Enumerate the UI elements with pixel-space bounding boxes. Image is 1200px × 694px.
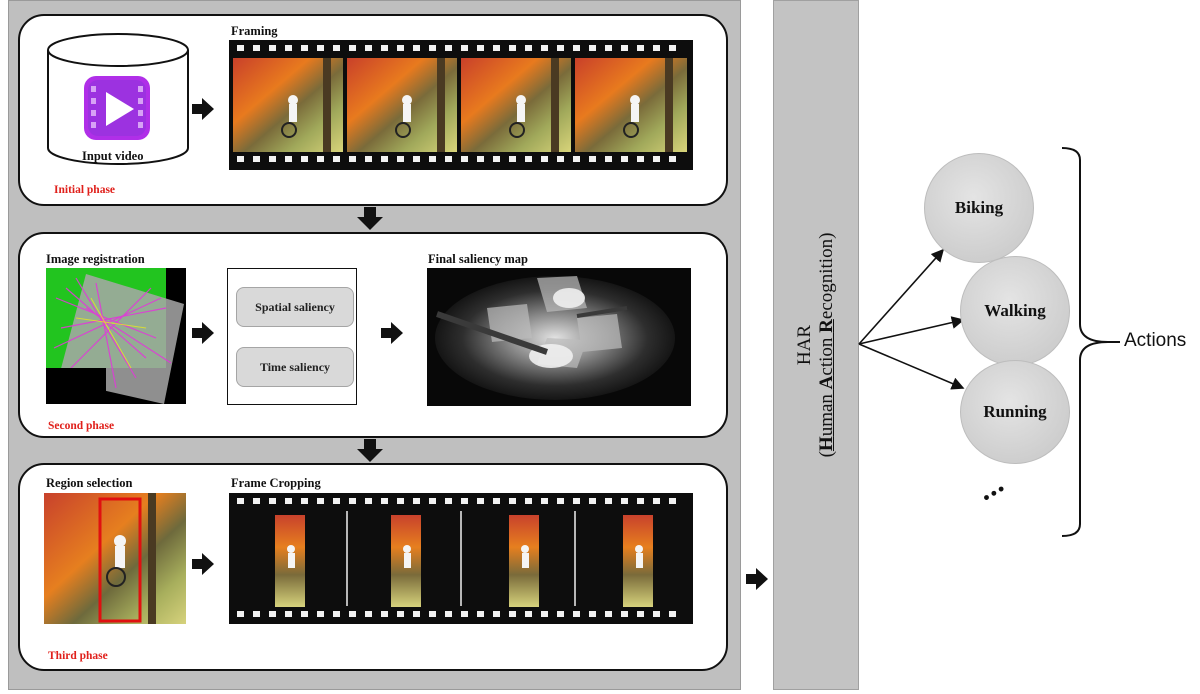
- action-walking-label: Walking: [984, 301, 1046, 320]
- har-paren: (: [816, 451, 837, 458]
- har-a: A: [816, 375, 837, 390]
- input-video-database-icon: [47, 33, 189, 165]
- input-video-label: Input video: [82, 149, 144, 163]
- framing-film-strip: [229, 40, 693, 170]
- arrow-right-icon: [746, 568, 768, 590]
- actions-label: Actions: [1124, 330, 1187, 351]
- har-ction: ction: [816, 332, 837, 376]
- action-biking-node: Biking: [924, 153, 1034, 263]
- more-actions-ellipsis: ...: [971, 465, 1010, 508]
- image-registration-image: [46, 268, 186, 404]
- saliency-components-box: Spatial saliency Time saliency: [227, 268, 357, 405]
- action-running-node: Running: [960, 360, 1070, 464]
- spatial-saliency-block: Spatial saliency: [236, 287, 354, 327]
- time-saliency-label: Time saliency: [259, 359, 331, 374]
- second-phase-label: Second phase: [48, 420, 115, 432]
- region-selection-image: [44, 493, 186, 624]
- arrow-right-icon: [381, 322, 403, 344]
- har-full-name: (Human Action Recognition): [816, 233, 838, 458]
- final-saliency-map-image: [427, 268, 691, 406]
- region-selection-label: Region selection: [46, 476, 133, 490]
- third-phase-label: Third phase: [48, 650, 108, 662]
- action-walking-node: Walking: [960, 256, 1070, 366]
- arrow-down-icon: [357, 207, 383, 230]
- framing-label: Framing: [231, 24, 278, 38]
- frame-cropping-film-strip: [229, 493, 693, 624]
- arrow-right-icon: [192, 553, 214, 575]
- spatial-saliency-label: Spatial saliency: [255, 299, 335, 314]
- time-saliency-block: Time saliency: [236, 347, 354, 387]
- har-label: HAR (Human Action Recognition): [794, 233, 838, 458]
- action-running-label: Running: [983, 402, 1047, 421]
- har-abbreviation: HAR: [794, 324, 815, 366]
- arrow-right-icon: [192, 322, 214, 344]
- final-saliency-map-label: Final saliency map: [428, 252, 529, 266]
- arrow-right-icon: [192, 98, 214, 120]
- har-uman: uman: [816, 389, 837, 437]
- har-ecognition: ecognition): [816, 232, 837, 320]
- har-r: R: [816, 319, 837, 333]
- har-bar: [773, 0, 859, 690]
- arrow-down-icon: [357, 439, 383, 462]
- har-h: H: [816, 436, 837, 452]
- initial-phase-label: Initial phase: [54, 184, 116, 196]
- action-biking-label: Biking: [954, 198, 1004, 217]
- frame-cropping-label: Frame Cropping: [231, 476, 321, 490]
- actions-brace-icon: [1061, 147, 1120, 537]
- action-arrows: [858, 248, 965, 390]
- image-registration-label: Image registration: [46, 252, 145, 266]
